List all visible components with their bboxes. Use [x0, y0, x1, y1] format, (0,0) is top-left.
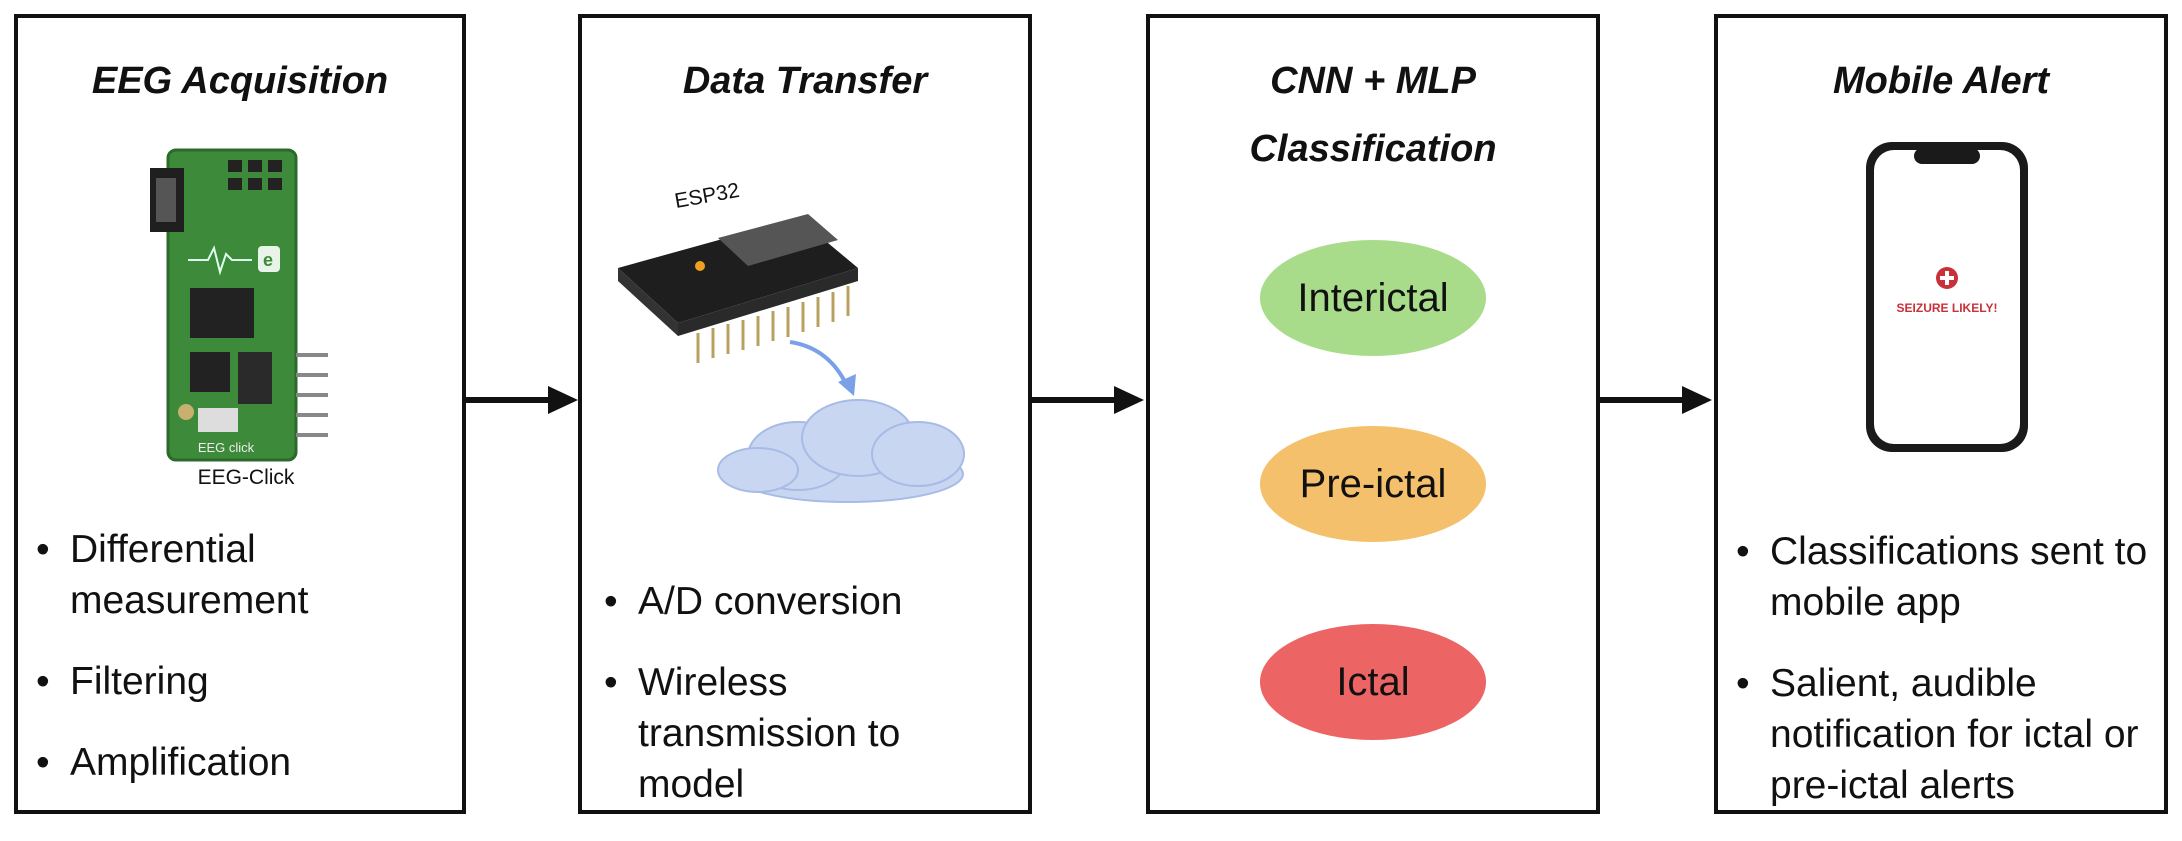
bullet-item: Wireless transmission to model — [600, 657, 938, 810]
bullet-list: Differential measurement Filtering Ampli… — [32, 524, 452, 818]
stage-title: EEG Acquisition — [91, 60, 389, 102]
flow-arrow — [1032, 386, 1144, 414]
stage-title: Data Transfer — [682, 60, 928, 102]
bullet-item: Salient, audible notification for ictal … — [1732, 658, 2162, 811]
eeg-click-board-image: e EEG click EEG-Click — [150, 148, 328, 489]
stage-eeg-acquisition: EEG Acquisition e EEG click EEG-Click Di… — [14, 14, 466, 814]
smartphone-image: SEIZURE LIKELY! — [1866, 142, 2028, 452]
class-pre-ictal: Pre-ictal — [1260, 426, 1486, 542]
bullet-item: Classifications sent to mobile app — [1732, 526, 2162, 628]
bullet-list: Classifications sent to mobile app Salie… — [1732, 526, 2162, 841]
svg-text:e: e — [263, 250, 273, 270]
class-interictal: Interictal — [1260, 240, 1486, 356]
flow-arrow — [1600, 386, 1712, 414]
stage-title-line2: Classification — [1249, 128, 1497, 170]
image-caption: EEG-Click — [198, 466, 295, 489]
stage-title: Mobile Alert — [1832, 60, 2050, 102]
stage-mobile-alert: Mobile Alert SEIZURE LIKELY! Classificat… — [1714, 14, 2168, 814]
class-ictal: Ictal — [1260, 624, 1486, 740]
board-marking: EEG click — [198, 440, 255, 455]
bullet-list: A/D conversion Wireless transmission to … — [600, 576, 1020, 840]
stage-classification: CNN + MLP Classification Interictal Pre-… — [1146, 14, 1600, 814]
bullet-item: Filtering — [32, 656, 452, 707]
bullet-item: Amplification — [32, 737, 452, 788]
bullet-item: A/D conversion — [600, 576, 1020, 627]
flow-arrow — [466, 386, 578, 414]
stage-data-transfer: Data Transfer ESP32 A/D conversion Wirel… — [578, 14, 1032, 814]
alert-text: SEIZURE LIKELY! — [1897, 301, 1998, 315]
stage-title: CNN + MLP — [1270, 60, 1476, 102]
bullet-item: Differential measurement — [32, 524, 452, 626]
image-caption: ESP32 — [673, 179, 741, 213]
cloud-icon — [717, 399, 965, 503]
esp32-board-image: ESP32 — [618, 179, 965, 503]
